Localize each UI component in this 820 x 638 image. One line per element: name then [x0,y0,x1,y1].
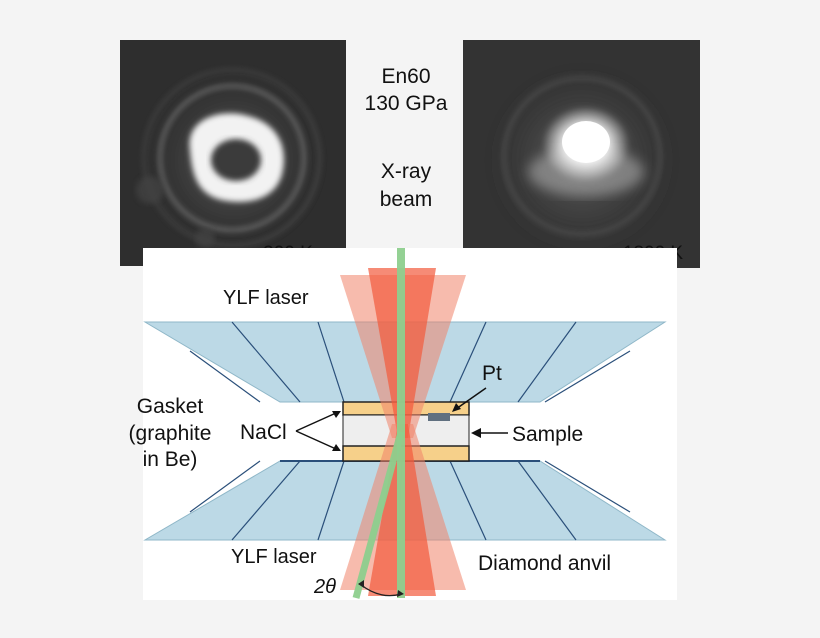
diamond-anvil-label: Diamond anvil [478,552,611,575]
pressure-label: 130 GPa [365,92,448,115]
composition-label: En60 [381,65,430,88]
gasket-label-line1: Gasket [137,395,204,418]
gasket-label-line2: (graphite [129,422,212,445]
ylf-laser-bottom-label: YLF laser [231,546,317,568]
xray-beam [397,248,405,598]
xray-beam-label-line1: X-ray [381,160,432,183]
pt-label: Pt [482,362,502,385]
ylf-laser-top-label: YLF laser [223,287,309,309]
xray-beam-label-line2: beam [380,188,433,211]
schematic: YLF laser YLF laser Gasket (graphite in … [129,248,677,600]
pt-foil [428,413,450,421]
two-theta-label: 2θ [313,576,336,598]
leader-lines [295,387,508,451]
photo-300k: 300 K [120,40,346,266]
gasket-label-line3: in Be) [143,448,198,471]
nacl-label: NaCl [240,421,287,444]
diffracted-beam [352,431,405,599]
sample-label: Sample [512,423,583,446]
photo-1800k: 1800 K [463,40,700,268]
